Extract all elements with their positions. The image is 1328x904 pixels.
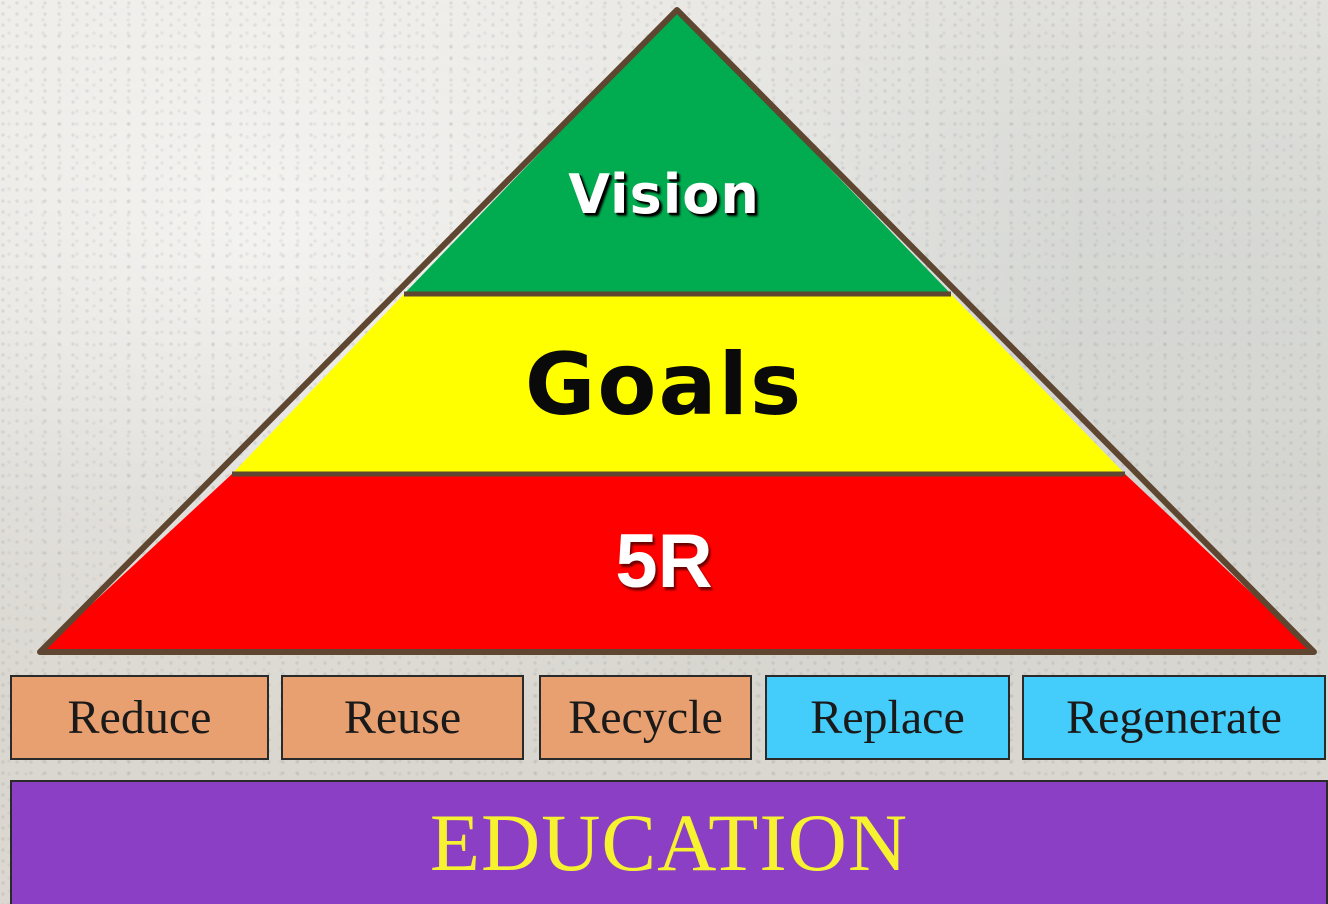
education-foundation: EDUCATION xyxy=(10,780,1328,904)
r-box-label: Replace xyxy=(810,691,965,744)
r-box-label: Recycle xyxy=(568,691,723,744)
r-box-reduce: Reduce xyxy=(10,675,269,760)
pyramid-tier-5r xyxy=(40,474,1314,652)
r-box-regenerate: Regenerate xyxy=(1022,675,1326,760)
r-box-reuse: Reuse xyxy=(281,675,524,760)
pyramid-tier-vision xyxy=(404,10,951,294)
r-box-replace: Replace xyxy=(765,675,1010,760)
r-box-recycle: Recycle xyxy=(539,675,752,760)
pyramid-tier-goals xyxy=(232,294,1125,474)
vision-label: Vision xyxy=(568,163,760,226)
pyramid-outline xyxy=(37,7,1317,655)
r-box-label: Reuse xyxy=(343,691,462,744)
r-box-label: Regenerate xyxy=(1066,691,1282,744)
goals-label: Goals xyxy=(524,335,804,435)
education-label: EDUCATION xyxy=(429,797,909,888)
r-box-label: Reduce xyxy=(67,691,212,744)
5r-label: 5R xyxy=(615,519,713,604)
